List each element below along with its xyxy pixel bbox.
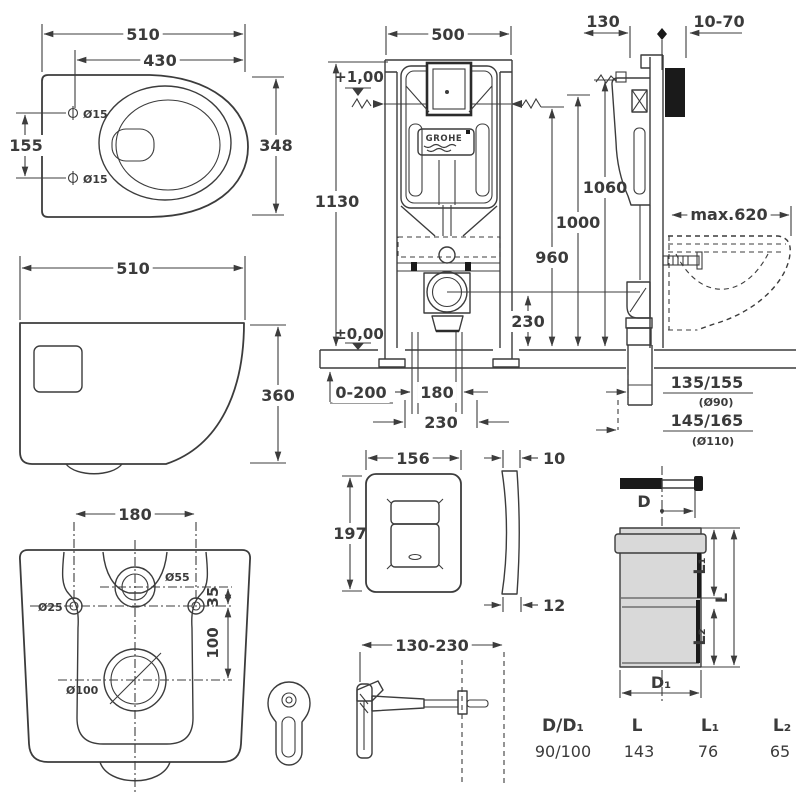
table-header-l2: L₂ bbox=[773, 716, 791, 736]
table-header-dd1: D/D₁ bbox=[542, 716, 584, 736]
dim-outlet-height: 230 bbox=[511, 312, 544, 331]
floor-lines bbox=[319, 349, 796, 369]
mounting-zone-dashed bbox=[397, 236, 501, 258]
frame-front-view: 500 1130 +1,00 GROHE bbox=[311, 24, 640, 433]
outlet-dia-label: Ø100 bbox=[66, 684, 99, 697]
foot-plate-left bbox=[378, 358, 406, 368]
dim-max-depth: max.620 bbox=[690, 205, 767, 224]
toilet-top-view: 510 430 Ø15 Ø15 155 348 bbox=[6, 24, 296, 218]
small-flush-button bbox=[390, 500, 440, 525]
dim-plate-width: 156 bbox=[396, 449, 429, 468]
dim-foot-adjust: 0-200 bbox=[335, 383, 386, 402]
dim-pipe-d1: D₁ bbox=[651, 673, 671, 692]
grohe-logo-plate: GROHE bbox=[417, 128, 475, 156]
dim-bracket-range: 130-230 bbox=[395, 636, 468, 655]
flush-opening bbox=[111, 128, 155, 162]
dim-drain-110: 145/165 bbox=[671, 411, 744, 430]
table-value-l: 143 bbox=[624, 742, 655, 761]
rear-outline bbox=[19, 549, 251, 763]
dim-height-1000: 1000 bbox=[556, 213, 601, 232]
table-header-l1: L₁ bbox=[701, 716, 719, 736]
dim-seat-width: 430 bbox=[143, 51, 176, 70]
bracket-plate bbox=[356, 683, 373, 759]
level-triangle-top bbox=[352, 88, 364, 96]
dim-seat-hole-spacing: 155 bbox=[9, 136, 42, 155]
toilet-rear-view: 180 Ø55 Ø25 35 100 Ø100 bbox=[19, 504, 311, 792]
side-rail bbox=[640, 54, 664, 348]
dim-plate-thick-top: 10 bbox=[543, 449, 565, 468]
dim-pipe-l2: L₂ bbox=[690, 628, 709, 645]
dim-frame-height: 1130 bbox=[315, 192, 360, 211]
frame-rails bbox=[384, 59, 513, 359]
actuator-opening bbox=[425, 61, 473, 117]
flush-plate: 156 197 10 12 bbox=[330, 448, 565, 615]
bowl-outline-side bbox=[19, 322, 245, 465]
bracket-symbol bbox=[631, 89, 648, 113]
level-triangle-zero bbox=[352, 343, 364, 350]
flush-duct-opening bbox=[33, 345, 83, 393]
pipe-dimension-table: D/D₁ L L₁ L₂ 90/100 143 76 65 bbox=[535, 716, 791, 761]
dim-bolt-spacing: 180 bbox=[118, 505, 151, 524]
large-flush-button bbox=[390, 523, 440, 568]
dim-height-960: 960 bbox=[535, 248, 568, 267]
wall-finish-block bbox=[665, 68, 685, 117]
dim-inlet-offset: 35 bbox=[204, 587, 222, 608]
height-dimensions: 960 1000 1060 230 bbox=[508, 79, 631, 347]
seat-hole-dia-bottom: Ø15 bbox=[83, 173, 108, 186]
foot-plate-right bbox=[492, 358, 520, 368]
dim-outlet-width: 230 bbox=[424, 413, 457, 432]
dim-pan-length: 510 bbox=[116, 259, 149, 278]
datum-diamond bbox=[657, 28, 667, 40]
bracket-washer bbox=[457, 690, 468, 715]
dim-plate-height: 197 bbox=[333, 524, 366, 543]
dim-pipe-l: L bbox=[712, 593, 731, 603]
table-value-dd1: 90/100 bbox=[535, 742, 591, 761]
table-value-l1: 76 bbox=[698, 742, 718, 761]
dim-height-1060: 1060 bbox=[583, 178, 628, 197]
keyhole-bracket bbox=[267, 681, 311, 766]
connector-pipe-dark bbox=[620, 478, 662, 489]
dim-outlet-offset: 100 bbox=[204, 627, 222, 658]
dim-outlet-bolts: 180 bbox=[420, 383, 453, 402]
dim-drain-110-dia: (Ø110) bbox=[692, 435, 734, 448]
level-mark-zero: ±0,00 bbox=[334, 325, 384, 343]
dim-drain-90: 135/155 bbox=[671, 373, 744, 392]
dim-frame-width: 500 bbox=[431, 25, 464, 44]
brand-logo: GROHE bbox=[426, 134, 463, 144]
pipe-collar bbox=[614, 533, 707, 554]
dashed-bowl-outline bbox=[668, 235, 791, 331]
dim-pan-width: 510 bbox=[126, 25, 159, 44]
inlet-dia-label: Ø55 bbox=[165, 571, 190, 584]
table-value-l2: 65 bbox=[770, 742, 790, 761]
dim-pipe-d: D bbox=[637, 492, 650, 511]
supply-connection bbox=[595, 74, 617, 84]
wall-bracket: 130-230 bbox=[356, 635, 505, 783]
dim-plate-thick-bottom: 12 bbox=[543, 596, 565, 615]
dim-frame-depth: 130 bbox=[586, 12, 619, 31]
extension-pipe: D L₁ L L₂ D₁ bbox=[614, 466, 740, 702]
toilet-side-view: 510 360 bbox=[19, 256, 298, 475]
break-mark-left bbox=[351, 97, 372, 110]
level-mark-top: +1,00 bbox=[334, 68, 384, 86]
dim-pan-depth: 348 bbox=[259, 136, 292, 155]
frame-side-view: 130 10-70 max.620 bbox=[583, 12, 792, 448]
table-header-l: L bbox=[632, 716, 643, 736]
bowl-outline-top bbox=[41, 74, 249, 218]
seat-hole-dia-top: Ø15 bbox=[83, 108, 108, 121]
dim-drain-90-dia: (Ø90) bbox=[699, 396, 734, 409]
plate-face bbox=[365, 473, 462, 593]
bolt-dia-label: Ø25 bbox=[38, 601, 63, 614]
dim-pan-height: 360 bbox=[261, 386, 294, 405]
break-mark-right bbox=[521, 97, 542, 110]
bracket-rod bbox=[371, 695, 425, 712]
dim-pipe-l1: L₁ bbox=[690, 557, 709, 574]
plate-profile bbox=[501, 470, 520, 595]
dim-wall-thickness: 10-70 bbox=[693, 12, 744, 31]
